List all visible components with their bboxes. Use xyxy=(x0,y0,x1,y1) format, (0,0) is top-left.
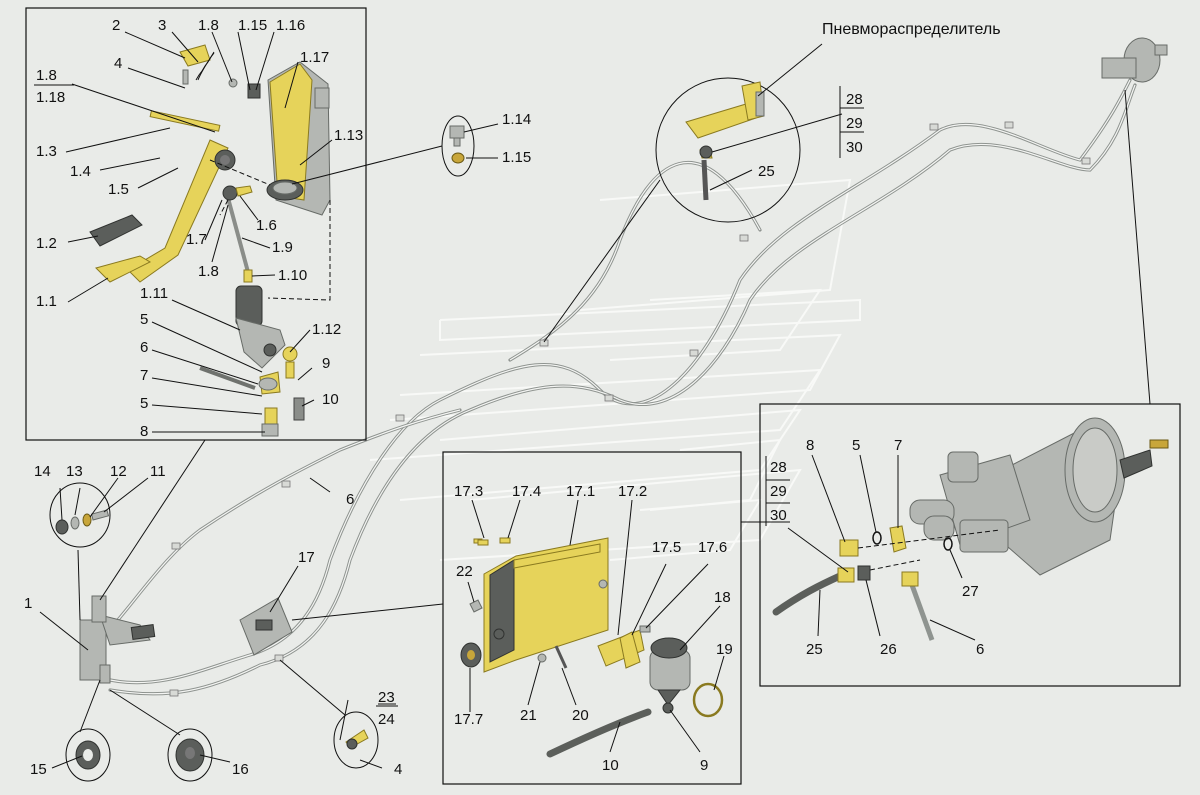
label-15: 15 xyxy=(30,761,47,778)
fasteners-11-14 xyxy=(49,482,111,548)
label-25: 25 xyxy=(758,163,775,180)
pedal-assembly-small xyxy=(79,595,156,684)
label-29: 29 xyxy=(846,115,863,132)
label-1-3: 1.3 xyxy=(36,143,57,160)
label-1-8: 1.8 xyxy=(198,17,219,34)
label-2: 2 xyxy=(112,17,120,34)
air-lines xyxy=(98,78,1137,697)
label-16: 16 xyxy=(232,761,249,778)
label-20: 20 xyxy=(572,707,589,724)
label-5: 5 xyxy=(140,311,148,328)
inset-booster-labels: 8 5 7 27 25 26 6 xyxy=(806,437,984,658)
grommet-15 xyxy=(65,728,111,782)
label-28: 28 xyxy=(846,91,863,108)
hose-clamp-23 xyxy=(333,711,379,769)
inset-booster-parts xyxy=(772,417,1169,641)
label-6-boost: 6 xyxy=(976,641,984,658)
label-30: 30 xyxy=(846,139,863,156)
inset-pedal-labels: 2 3 1.8 1.15 1.16 1.17 4 1.8 1.18 1.3 1.… xyxy=(34,17,363,440)
label-17: 17 xyxy=(298,549,315,566)
label-1-8-frac: 1.8 xyxy=(36,67,57,84)
label-7-boost: 7 xyxy=(894,437,902,454)
label-22: 22 xyxy=(456,563,473,580)
label-1-11: 1.11 xyxy=(140,285,168,302)
label-8: 8 xyxy=(140,423,148,440)
label-10: 10 xyxy=(322,391,339,408)
label-1-12: 1.12 xyxy=(312,321,341,338)
inset-pedal-frame xyxy=(25,7,367,441)
inset-reservoir-parts xyxy=(460,537,724,758)
label-1-6: 1.6 xyxy=(256,217,277,234)
grommet-16 xyxy=(167,728,213,782)
booster-small xyxy=(1101,37,1168,83)
main-labels: 6 14 13 12 11 1 17 15 16 23 24 4 xyxy=(24,463,402,778)
label-1-9: 1.9 xyxy=(272,239,293,256)
label-1-4: 1.4 xyxy=(70,163,91,180)
label-1-10: 1.10 xyxy=(278,267,307,284)
label-1-1: 1.1 xyxy=(36,293,57,310)
label-6: 6 xyxy=(140,339,148,356)
label-12: 12 xyxy=(110,463,127,480)
label-1-16: 1.16 xyxy=(276,17,305,34)
label-28-b: 28 xyxy=(770,459,787,476)
label-17-6: 17.6 xyxy=(698,539,727,556)
label-27: 27 xyxy=(962,583,979,600)
label-1-8-b: 1.8 xyxy=(198,263,219,280)
label-1-17: 1.17 xyxy=(300,49,329,66)
label-30-b: 30 xyxy=(770,507,787,524)
inset-reservoir-labels: 17.3 17.4 17.1 17.2 22 17.5 17.6 18 19 1… xyxy=(454,459,787,774)
inset-booster-frame xyxy=(759,403,1181,687)
pneumatic-distributor-title: Пневмораспределитель xyxy=(822,21,1001,38)
label-14: 14 xyxy=(34,463,51,480)
label-1-5: 1.5 xyxy=(108,181,129,198)
label-1-7: 1.7 xyxy=(186,231,207,248)
valve-callout-labels: 28 29 30 25 xyxy=(758,91,863,180)
label-7: 7 xyxy=(140,367,148,384)
label-1-15-b: 1.15 xyxy=(502,149,531,166)
label-1: 1 xyxy=(24,595,32,612)
label-17-5: 17.5 xyxy=(652,539,681,556)
label-8-boost: 8 xyxy=(806,437,814,454)
label-1-15: 1.15 xyxy=(238,17,267,34)
label-25-boost: 25 xyxy=(806,641,823,658)
label-3: 3 xyxy=(158,17,166,34)
label-6-main: 6 xyxy=(346,491,354,508)
label-29-b: 29 xyxy=(770,483,787,500)
label-17-4: 17.4 xyxy=(512,483,541,500)
label-4: 4 xyxy=(114,55,122,72)
label-17-2: 17.2 xyxy=(618,483,647,500)
label-1-14: 1.14 xyxy=(502,111,531,128)
label-1-13: 1.13 xyxy=(334,127,363,144)
label-1-2: 1.2 xyxy=(36,235,57,252)
label-18: 18 xyxy=(714,589,731,606)
label-1-18: 1.18 xyxy=(36,89,65,106)
valve-callout-circle xyxy=(655,77,801,223)
label-13: 13 xyxy=(66,463,83,480)
inset-reservoir-frame xyxy=(442,451,742,785)
label-23: 23 xyxy=(378,689,395,706)
bolt-callout-labels: 1.14 1.15 xyxy=(502,111,531,166)
label-11: 11 xyxy=(150,463,166,480)
label-5-b: 5 xyxy=(140,395,148,412)
label-21: 21 xyxy=(520,707,537,724)
label-10-res: 10 xyxy=(602,757,619,774)
label-24: 24 xyxy=(378,711,395,728)
label-17-7: 17.7 xyxy=(454,711,483,728)
label-26: 26 xyxy=(880,641,897,658)
label-9: 9 xyxy=(322,355,330,372)
label-17-3: 17.3 xyxy=(454,483,483,500)
label-19: 19 xyxy=(716,641,733,658)
label-4-main: 4 xyxy=(394,761,402,778)
leader-lines xyxy=(39,31,1151,769)
label-5-boost: 5 xyxy=(852,437,860,454)
inset-pedal-parts xyxy=(89,44,331,437)
label-9-res: 9 xyxy=(700,757,708,774)
label-17-1: 17.1 xyxy=(566,483,595,500)
control-box-small xyxy=(239,597,293,656)
